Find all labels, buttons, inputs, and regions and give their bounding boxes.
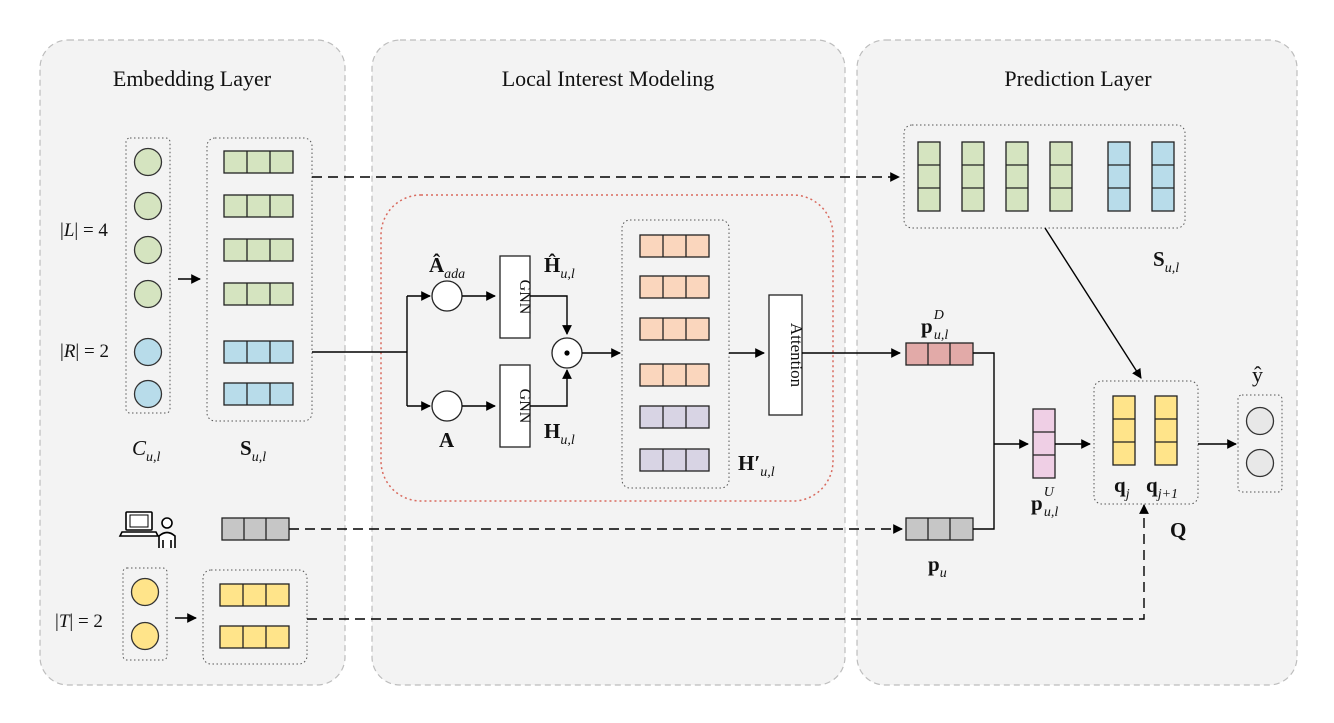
connector-line (530, 295, 572, 335)
embedding-bar (223, 150, 294, 174)
p-u-fused-embedding (1032, 408, 1056, 479)
gnn-bottom-label: GNN (516, 389, 533, 424)
gnn-block-top (499, 255, 531, 339)
candidate-location-embeddings (917, 141, 1175, 212)
embedding-bar (639, 275, 710, 299)
location-nodes (133, 147, 163, 309)
gnn-top-label: GNN (516, 280, 533, 315)
prediction-layer-title: Prediction Layer (1004, 66, 1152, 91)
h-ul-label: Hu,l (544, 419, 575, 448)
location-count-label: |L| = 4 (60, 220, 108, 241)
vertical-embedding (1005, 141, 1029, 212)
p-d-embedding (905, 342, 974, 366)
time-node (130, 577, 160, 607)
vertical-embedding (917, 141, 941, 212)
embedding-bar (639, 234, 710, 258)
h-prime-container (621, 219, 730, 489)
embedding-bar (639, 448, 710, 472)
output-nodes (1245, 406, 1275, 478)
connector-line (973, 352, 995, 530)
embedding-bar (219, 625, 290, 649)
embedding-bar (223, 238, 294, 262)
q-matrix-label: Q (1170, 518, 1186, 542)
location-node (133, 235, 163, 265)
h-prime-ul-label: H′u,l (738, 451, 775, 480)
user-embedding (221, 517, 290, 541)
embedding-bar (223, 194, 294, 218)
adjacency-node (431, 390, 463, 422)
interest-embeddings (639, 234, 710, 472)
region-node (133, 337, 163, 367)
embedding-bar (639, 363, 710, 387)
local-interest-panel (371, 39, 846, 686)
region-nodes (133, 337, 163, 409)
vertical-embedding (961, 141, 985, 212)
vertical-embedding (1049, 141, 1073, 212)
vertical-embedding (1151, 141, 1175, 212)
embedding-bar (223, 282, 294, 306)
a-label: A (439, 428, 455, 452)
q-container (1093, 380, 1199, 505)
connector-line (530, 369, 572, 407)
h-hat-ul-label: Ĥu,l (544, 253, 575, 282)
region-count-label: |R| = 2 (60, 341, 109, 362)
local-interest-module-box (380, 194, 834, 502)
output-node (1245, 406, 1275, 436)
node-column-container (125, 137, 171, 414)
embedding-bar (639, 317, 710, 341)
arrow (1044, 227, 1142, 379)
q-j1-label: qj+1 (1146, 473, 1178, 502)
time-node (130, 621, 160, 651)
y-hat-label: ŷ (1252, 362, 1263, 387)
vertical-embedding (1154, 395, 1178, 466)
time-embeddings (219, 583, 290, 649)
embedding-bar (223, 340, 294, 364)
embedding-column-container (206, 137, 313, 422)
query-embeddings (1112, 395, 1178, 466)
embedding-bar (223, 382, 294, 406)
region-embeddings (223, 340, 294, 406)
embedding-bar (219, 583, 290, 607)
q-j-label: qj (1114, 473, 1130, 502)
time-nodes (130, 577, 160, 651)
candidate-embedding-container (903, 124, 1186, 229)
attention-block (768, 294, 803, 416)
gnn-block-bottom (499, 364, 531, 448)
s-ul-right-label: Su,l (1153, 247, 1179, 276)
p-u-label: pu (928, 552, 947, 581)
p-u-embedding (905, 517, 974, 541)
location-embeddings (223, 150, 294, 306)
embedding-bar (639, 405, 710, 429)
time-node-container (122, 567, 168, 661)
computer-user-icon (118, 511, 176, 548)
a-ada-label: Âada (429, 253, 465, 282)
output-node (1245, 448, 1275, 478)
adaptive-adjacency-node (431, 280, 463, 312)
local-interest-title: Local Interest Modeling (502, 66, 715, 91)
location-node (133, 279, 163, 309)
embedding-layer-title: Embedding Layer (113, 66, 272, 91)
embedding-layer-panel (39, 39, 346, 686)
s-ul-left-label: Su,l (240, 436, 266, 465)
odot-dot (564, 350, 570, 356)
vertical-embedding (1112, 395, 1136, 466)
time-embedding-container (202, 569, 308, 665)
location-node (133, 147, 163, 177)
time-count-label: |T| = 2 (55, 611, 103, 632)
dashed-time-connection (307, 504, 1149, 620)
vertical-embedding (1107, 141, 1131, 212)
c-ul-label: Cu,l (132, 436, 161, 465)
location-node (133, 191, 163, 221)
region-node (133, 379, 163, 409)
attention-label: Attention (787, 323, 806, 388)
